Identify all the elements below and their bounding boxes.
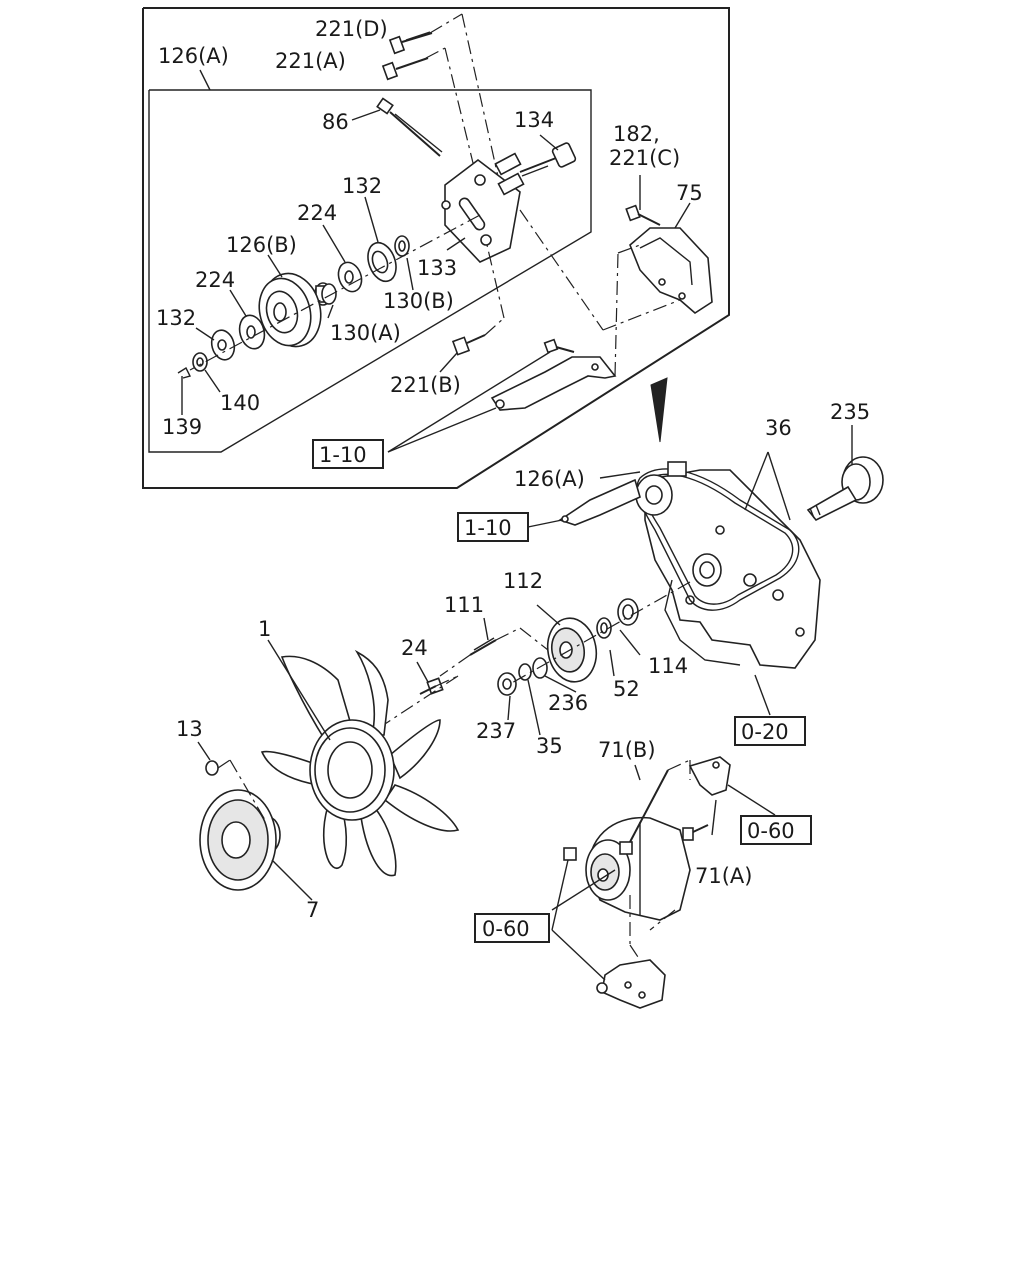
seal-114 xyxy=(617,598,639,626)
ref-box-0-20[interactable]: 0-20 xyxy=(734,716,806,746)
drive-belt-36 xyxy=(636,468,800,611)
cooling-fan-1 xyxy=(260,649,460,877)
bolt-134 xyxy=(519,142,577,177)
label-36: 36 xyxy=(765,416,792,440)
crank-seal-housing xyxy=(692,553,722,587)
bracket-plate-133 xyxy=(441,152,525,263)
label-7: 7 xyxy=(306,898,319,922)
detail-inset-frame xyxy=(142,7,730,489)
timing-case-cover xyxy=(644,469,821,669)
spacer-224-lower xyxy=(238,314,266,350)
label-237: 237 xyxy=(476,719,516,743)
spacer-224-upper xyxy=(337,261,363,293)
ref-box-1-10-mid[interactable]: 1-10 xyxy=(457,512,529,542)
bracket-1-10 xyxy=(490,356,617,411)
label-24: 24 xyxy=(401,636,428,660)
shaft-235 xyxy=(806,456,884,522)
label-86: 86 xyxy=(322,110,349,134)
nut-140 xyxy=(192,352,208,372)
washer-132-lower xyxy=(210,329,236,361)
label-140: 140 xyxy=(220,391,260,415)
label-139: 139 xyxy=(162,415,202,439)
ring-52 xyxy=(596,617,612,639)
bracket-lower-1-10 xyxy=(558,478,641,526)
label-114: 114 xyxy=(648,654,688,678)
label-111: 111 xyxy=(444,593,484,617)
ref-0-60-left-text: 0-60 xyxy=(482,917,530,941)
label-35: 35 xyxy=(536,734,563,758)
cover-75 xyxy=(629,227,713,314)
label-52: 52 xyxy=(613,677,640,701)
ref-0-20-text: 0-20 xyxy=(741,720,789,744)
leader-lines-inset xyxy=(181,109,691,415)
label-126a-inset: 126(A) xyxy=(158,44,229,68)
bolt-71a xyxy=(682,824,709,841)
label-71a: 71(A) xyxy=(695,864,752,888)
label-132-upper: 132 xyxy=(342,174,382,198)
ref-box-1-10-top[interactable]: 1-10 xyxy=(312,439,384,469)
clip-139 xyxy=(177,366,192,379)
label-221d: 221(D) xyxy=(315,17,388,41)
label-134: 134 xyxy=(514,108,554,132)
label-224-upper: 224 xyxy=(297,201,337,225)
label-126b: 126(B) xyxy=(226,233,297,257)
pulley-126b xyxy=(258,272,322,348)
nut-13 xyxy=(205,760,219,776)
label-132-lower: 132 xyxy=(156,306,196,330)
bolt-221c xyxy=(625,204,661,226)
label-221c: 221(C) xyxy=(609,146,680,170)
stud-111 xyxy=(469,637,497,656)
label-71b: 71(B) xyxy=(598,738,656,762)
nut-237 xyxy=(497,672,517,696)
label-236: 236 xyxy=(548,691,588,715)
bolt-86 xyxy=(376,97,443,157)
ref-1-10-top-text: 1-10 xyxy=(319,443,367,467)
ref-box-0-60-right[interactable]: 0-60 xyxy=(740,815,812,845)
spacer-236 xyxy=(532,657,548,679)
bolt-221a xyxy=(381,57,429,81)
view-arrow xyxy=(650,377,668,443)
label-75: 75 xyxy=(676,181,703,205)
alternator-bracket-upper xyxy=(688,756,731,796)
label-221b: 221(B) xyxy=(390,373,461,397)
label-133: 133 xyxy=(417,256,457,280)
ref-box-0-60-left[interactable]: 0-60 xyxy=(474,913,550,943)
idler-pulley-installed xyxy=(635,461,687,516)
label-130b: 130(B) xyxy=(383,289,454,313)
bolt-24 xyxy=(419,677,444,695)
label-112: 112 xyxy=(503,569,543,593)
label-13: 13 xyxy=(176,717,203,741)
ref-0-60-right-text: 0-60 xyxy=(747,819,795,843)
label-221a: 221(A) xyxy=(275,49,346,73)
bushing-130b xyxy=(394,235,410,257)
bolt-71b xyxy=(619,769,669,855)
label-1: 1 xyxy=(258,617,271,641)
label-224-lower: 224 xyxy=(195,268,235,292)
bolt-lower-alt xyxy=(563,847,577,861)
fan-clutch-7 xyxy=(199,789,281,891)
alternator xyxy=(585,816,691,921)
label-235: 235 xyxy=(830,400,870,424)
label-130a: 130(A) xyxy=(330,321,401,345)
label-182: 182, xyxy=(613,122,660,146)
alternator-bracket-lower xyxy=(596,959,666,1009)
bolt-bracket-small xyxy=(543,338,575,354)
crank-pulley-112 xyxy=(546,617,598,683)
bolt-221d xyxy=(388,31,433,55)
ref-1-10-mid-text: 1-10 xyxy=(464,516,512,540)
bolt-221b xyxy=(451,334,486,356)
label-126a-engine: 126(A) xyxy=(514,467,585,491)
